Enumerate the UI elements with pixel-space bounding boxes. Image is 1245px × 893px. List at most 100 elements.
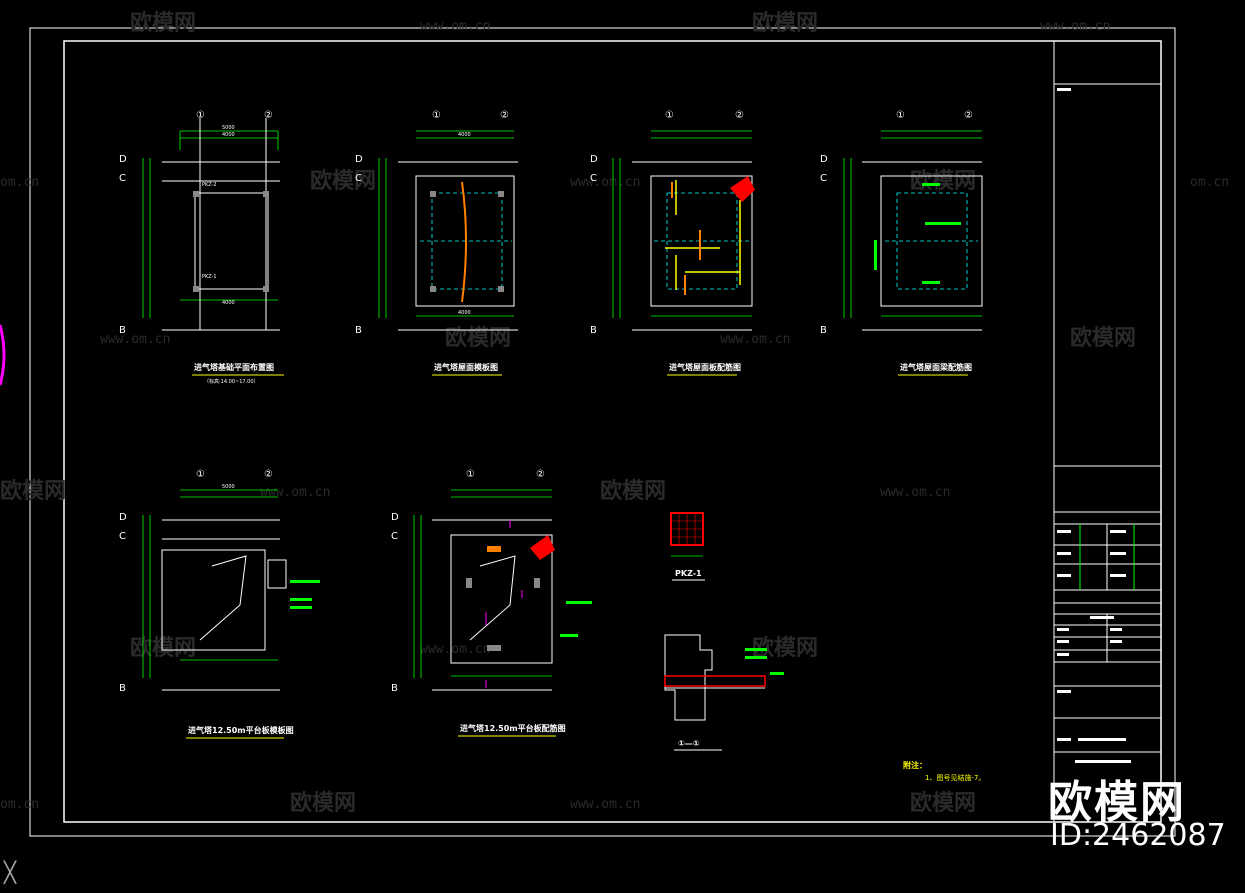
watermark-url: www.om.cn — [880, 485, 950, 500]
watermark-text: 欧模网 — [910, 168, 976, 194]
dimension-lines — [843, 130, 982, 318]
watermark-text: 欧模网 — [445, 325, 511, 351]
drawing-subtitle: （标高:14.00~17.00） — [204, 378, 259, 385]
grid-label-c: C — [391, 531, 398, 542]
plan-outline — [432, 519, 553, 691]
watermark-text: 欧模网 — [0, 478, 66, 504]
red-hatch — [530, 535, 555, 560]
dimension-lines — [142, 489, 278, 678]
grid-label-d: D — [119, 154, 127, 165]
watermark-url: www.om.cn — [570, 175, 640, 190]
title-block-text-bars — [1057, 88, 1131, 763]
drawing-title: 进气塔12.50m平台板模板图 — [188, 725, 294, 735]
watermark-text: 欧模网 — [1070, 325, 1136, 351]
plan-1: ① ② D C B 5000 4000 4000 — [119, 110, 284, 385]
grid-label-b: B — [119, 325, 126, 336]
column-markers — [193, 191, 269, 292]
watermark-url: om.cn — [1190, 175, 1229, 190]
grid-label-c: C — [355, 173, 362, 184]
magenta-arc — [0, 324, 6, 386]
grid-label-b: B — [590, 325, 597, 336]
label-pkz2: PKZ-2 — [202, 182, 217, 188]
grid-label-2: ② — [264, 469, 273, 480]
drawing-title: 进气塔基础平面布置图 — [194, 362, 274, 372]
title-block — [1053, 41, 1161, 822]
drawing-title: 进气塔屋面板配筋图 — [669, 362, 741, 372]
plan-5: ① ② D C B 5000 进气塔12.50m平台板模板图 — [119, 469, 320, 739]
grid-label-b: B — [119, 683, 126, 694]
grid-label-b: B — [820, 325, 827, 336]
note-labels — [290, 580, 320, 609]
grid-label-b: B — [355, 325, 362, 336]
outer-border — [29, 27, 1176, 837]
grid-label-c: C — [119, 531, 126, 542]
column-markers — [430, 191, 504, 292]
column-markers — [466, 546, 540, 651]
plan-4: ① ② D C B 进气塔屋面梁配筋图 — [820, 110, 983, 376]
watermark-url: www.om.cn — [260, 485, 330, 500]
watermark-url: om.cn — [0, 175, 39, 190]
dim-span-bottom: 4000 — [458, 310, 471, 316]
grid-label-c: C — [119, 173, 126, 184]
grid-label-d: D — [355, 154, 363, 165]
watermark-text: 欧模网 — [130, 10, 196, 36]
grid-label-1: ① — [896, 110, 905, 121]
plan-outline — [632, 161, 753, 331]
watermark-text: 欧模网 — [600, 478, 666, 504]
dim-total: 5000 — [222, 125, 235, 131]
dimension-lines — [612, 130, 752, 318]
grid-label-2: ② — [735, 110, 744, 121]
watermark-url: om.cn — [0, 797, 39, 812]
watermark-url: www.om.cn — [720, 332, 790, 347]
note-item: 1、图号见结施-7。 — [925, 773, 985, 782]
note-title: 附注： — [903, 760, 927, 770]
watermark-text: 欧模网 — [290, 790, 356, 816]
grid-label-1: ① — [466, 469, 475, 480]
grid-label-1: ① — [665, 110, 674, 121]
plan-outline — [862, 161, 983, 331]
grid-label-2: ② — [264, 110, 273, 121]
plan-3: ① ② D C B — [590, 110, 755, 376]
grid-label-d: D — [590, 154, 598, 165]
watermark-url: www.om.cn — [420, 19, 490, 34]
plan-outline — [398, 161, 518, 331]
grid-label-c: C — [820, 173, 827, 184]
watermark-url: www.om.cn — [100, 332, 170, 347]
watermark-text: 欧模网 — [752, 10, 818, 36]
drawing-title: 进气塔12.50m平台板配筋图 — [460, 723, 566, 733]
grid-label-2: ② — [500, 110, 509, 121]
beam-labels — [874, 183, 961, 284]
grid-label-d: D — [820, 154, 828, 165]
beam-dash — [654, 192, 749, 290]
dim-span: 4000 — [222, 132, 235, 138]
watermark-url: www.om.cn — [570, 797, 640, 812]
watermark-layer: 欧模网 欧模网 www.om.cn www.om.cn 欧模网 欧模网 om.c… — [0, 10, 1229, 816]
grid-label-1: ① — [432, 110, 441, 121]
rebar-lines — [665, 180, 741, 290]
dim-total: 5000 — [222, 484, 235, 490]
notes: 附注： 1、图号见结施-7。 — [903, 760, 985, 782]
dimension-lines — [378, 130, 514, 318]
slope-line — [461, 181, 467, 303]
grid-label-b: B — [391, 683, 398, 694]
column-label: PKZ-1 — [675, 569, 702, 578]
grid-label-d: D — [119, 512, 127, 523]
rebar-orange — [671, 182, 701, 295]
plan-6: ① ② D C B — [391, 469, 592, 737]
watermark-url: www.om.cn — [1040, 19, 1110, 34]
ucs-axis-icon: ╳ — [4, 860, 17, 884]
plan-outline — [162, 118, 280, 331]
grid-label-2: ② — [964, 110, 973, 121]
magenta-marks — [485, 520, 523, 688]
dim-span: 4000 — [458, 132, 471, 138]
watermark-text: 欧模网 — [130, 635, 196, 661]
red-hatch — [730, 176, 755, 202]
dimension-lines — [413, 489, 552, 678]
inner-border — [63, 40, 1162, 823]
column-detail: PKZ-1 — [670, 512, 705, 581]
grid-label-1: ① — [196, 110, 205, 121]
watermark-text: 欧模网 — [310, 168, 376, 194]
watermark-text: 欧模网 — [910, 790, 976, 816]
plan-outline — [161, 519, 287, 691]
